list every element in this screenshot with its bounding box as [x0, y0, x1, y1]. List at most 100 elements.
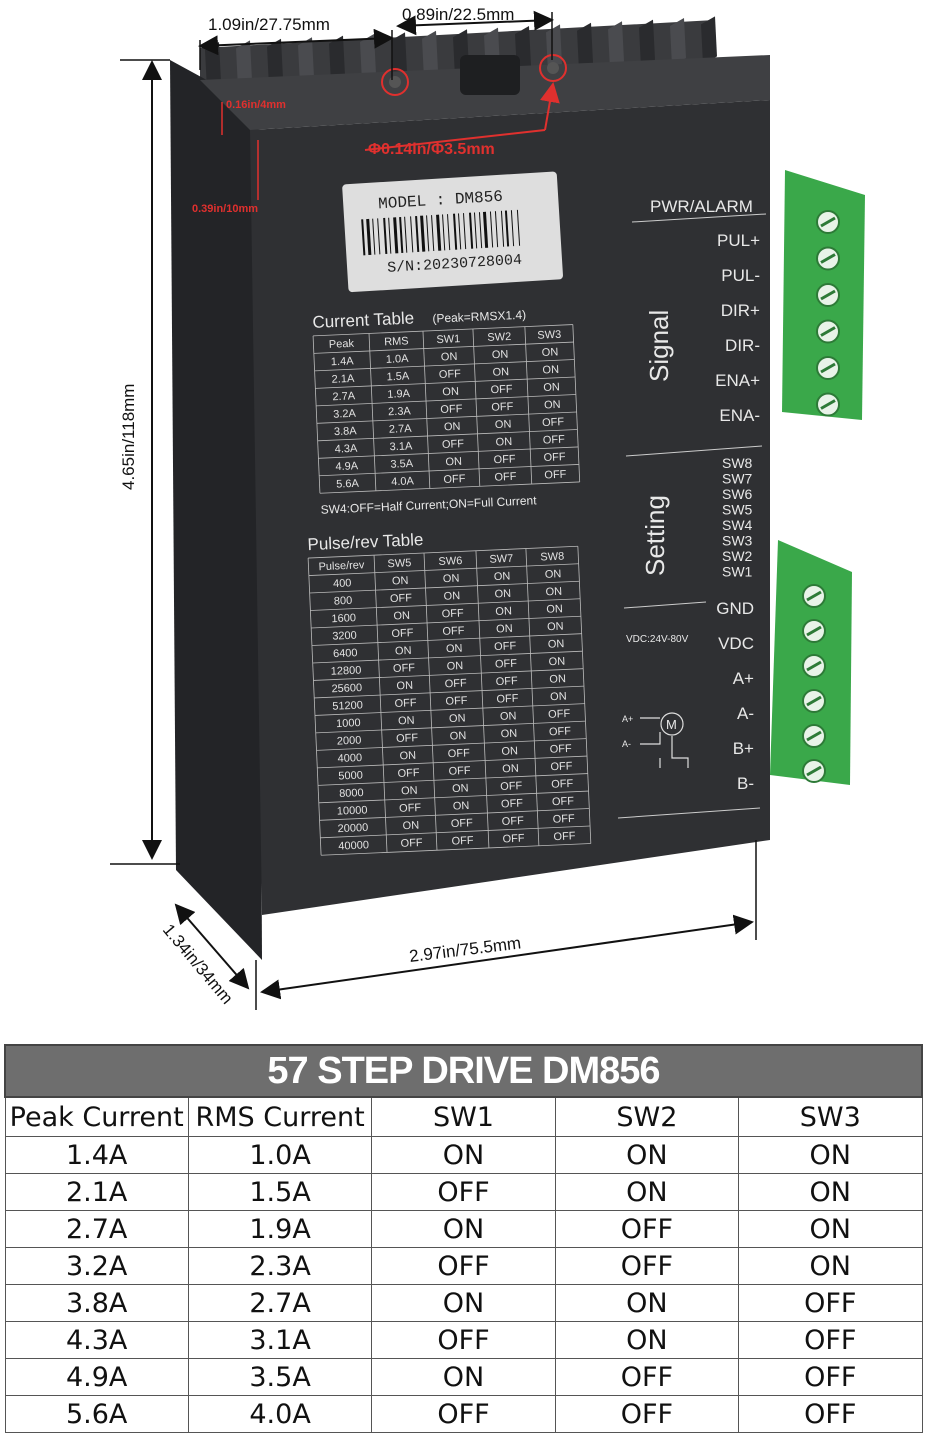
signal-pin-label: PUL-: [721, 266, 760, 285]
printed-table-cell: OFF: [543, 434, 566, 447]
barcode-bar: [510, 210, 515, 247]
grid-line: [577, 546, 592, 844]
current-table-note: (Peak=RMSX1.4): [432, 308, 526, 326]
grid-line: [312, 650, 583, 664]
printed-table-cell: 4.3A: [334, 443, 358, 456]
printed-table-cell: ON: [496, 623, 513, 636]
signal-pin-label: ENA-: [719, 406, 760, 425]
power-pin-label: B-: [737, 774, 754, 793]
spec-table-cell: OFF: [738, 1358, 923, 1396]
screw-slot: [806, 730, 822, 742]
printed-table-cell: OFF: [394, 697, 417, 710]
printed-table-cell: ON: [501, 745, 518, 758]
dim-top-left: 1.09in/27.75mm: [208, 15, 330, 34]
printed-table-cell: ON: [402, 820, 419, 833]
printed-table-cell: ON: [395, 645, 412, 658]
screw-slot: [820, 326, 836, 337]
printed-table-cell: OFF: [553, 830, 576, 843]
barcode-bar: [489, 211, 494, 248]
printed-table-cell: ON: [401, 785, 418, 798]
printed-table-cell: 1.0A: [386, 353, 410, 366]
printed-table-cell: OFF: [397, 767, 420, 780]
grid-line: [307, 558, 322, 856]
printed-table-cell: ON: [393, 610, 410, 623]
grid-line: [524, 326, 533, 485]
screw-slot: [806, 660, 822, 672]
spec-table-cell: 3.2A: [4, 1247, 189, 1285]
printed-table-cell: 8000: [339, 787, 364, 800]
printed-table-cell: OFF: [451, 817, 474, 830]
mounting-hole-markers: [364, 54, 567, 151]
dim-depth: 1.34in/34mm: [159, 920, 237, 1008]
printed-table-cell: OFF: [500, 780, 523, 793]
printed-table-cell: ON: [495, 605, 512, 618]
spec-table-cell: OFF: [738, 1284, 923, 1322]
grid-line: [310, 598, 581, 611]
printed-table-cell: OFF: [441, 607, 464, 620]
barcode-bar: [468, 212, 474, 249]
spec-table-cell: ON: [738, 1136, 923, 1174]
printed-table-header: SW7: [489, 553, 513, 566]
spec-table-cell: OFF: [738, 1395, 923, 1433]
power-pin-label: VDC: [718, 634, 754, 653]
printed-table-header: SW6: [438, 555, 462, 568]
printed-table-cell: ON: [544, 399, 561, 412]
grid-line: [315, 720, 586, 734]
grid-line: [317, 755, 588, 769]
printed-table-cell: OFF: [495, 675, 518, 688]
printed-table-header: RMS: [384, 335, 409, 348]
printed-table-cell: 5.6A: [336, 478, 360, 491]
grid-line: [312, 335, 321, 494]
printed-table-header: SW2: [487, 331, 511, 344]
printed-table-cell: 2.7A: [389, 423, 413, 436]
barcode-bar: [372, 218, 376, 255]
printed-table-cell: ON: [495, 436, 512, 449]
signal-pin-label: DIR-: [725, 336, 760, 355]
switch-label: SW4: [722, 517, 753, 533]
heatsink-fin: [701, 16, 717, 65]
printed-table-cell: 4000: [337, 752, 362, 765]
printed-table-cell: OFF: [552, 795, 575, 808]
spec-table-cell: 2.7A: [187, 1284, 373, 1322]
printed-table-cell: ON: [502, 763, 519, 776]
printed-table-cell: OFF: [444, 677, 467, 690]
barcode-bar: [473, 212, 478, 249]
switch-label: SW2: [722, 548, 753, 564]
printed-table-cell: OFF: [501, 798, 524, 811]
grid-line: [472, 328, 481, 487]
printed-table-cell: ON: [441, 351, 458, 364]
printed-table-cell: OFF: [543, 451, 566, 464]
printed-table-cell: OFF: [542, 416, 565, 429]
barcode-bar: [500, 210, 505, 247]
spec-table-cell: 3.1A: [187, 1321, 373, 1359]
printed-table-cell: OFF: [393, 662, 416, 675]
spec-table-cell: ON: [371, 1136, 556, 1174]
spec-table-cell: 5.6A: [4, 1395, 189, 1433]
header-sw1: SW1: [371, 1096, 556, 1137]
grid-line: [423, 552, 438, 851]
printed-table-cell: 2.7A: [332, 390, 356, 403]
printed-table-cell: 1.4A: [331, 355, 355, 368]
printed-table-cell: ON: [500, 710, 517, 723]
spec-table-cell: OFF: [554, 1247, 740, 1285]
printed-table-cell: OFF: [550, 760, 573, 773]
printed-table-cell: ON: [443, 590, 460, 603]
spec-table-cell: ON: [371, 1284, 556, 1322]
spec-table-cell: 4.0A: [187, 1395, 373, 1433]
dim-edge-side: 0.39in/10mm: [192, 203, 258, 215]
printed-table-cell: ON: [550, 691, 567, 704]
printed-table-cell: 4.9A: [335, 460, 359, 473]
printed-table-cell: 400: [333, 577, 352, 590]
barcode-bar: [436, 214, 442, 251]
spec-table-cell: ON: [554, 1173, 740, 1211]
grid-line: [308, 563, 579, 576]
grid-line: [319, 464, 579, 477]
printed-table-cell: 3.5A: [390, 458, 414, 471]
printed-table-cell: OFF: [440, 403, 463, 416]
printed-table-cell: OFF: [491, 401, 514, 414]
printed-table-cell: 3.2A: [333, 408, 357, 421]
printed-table-cell: 3200: [332, 630, 357, 643]
motor-symbol: [640, 712, 689, 768]
